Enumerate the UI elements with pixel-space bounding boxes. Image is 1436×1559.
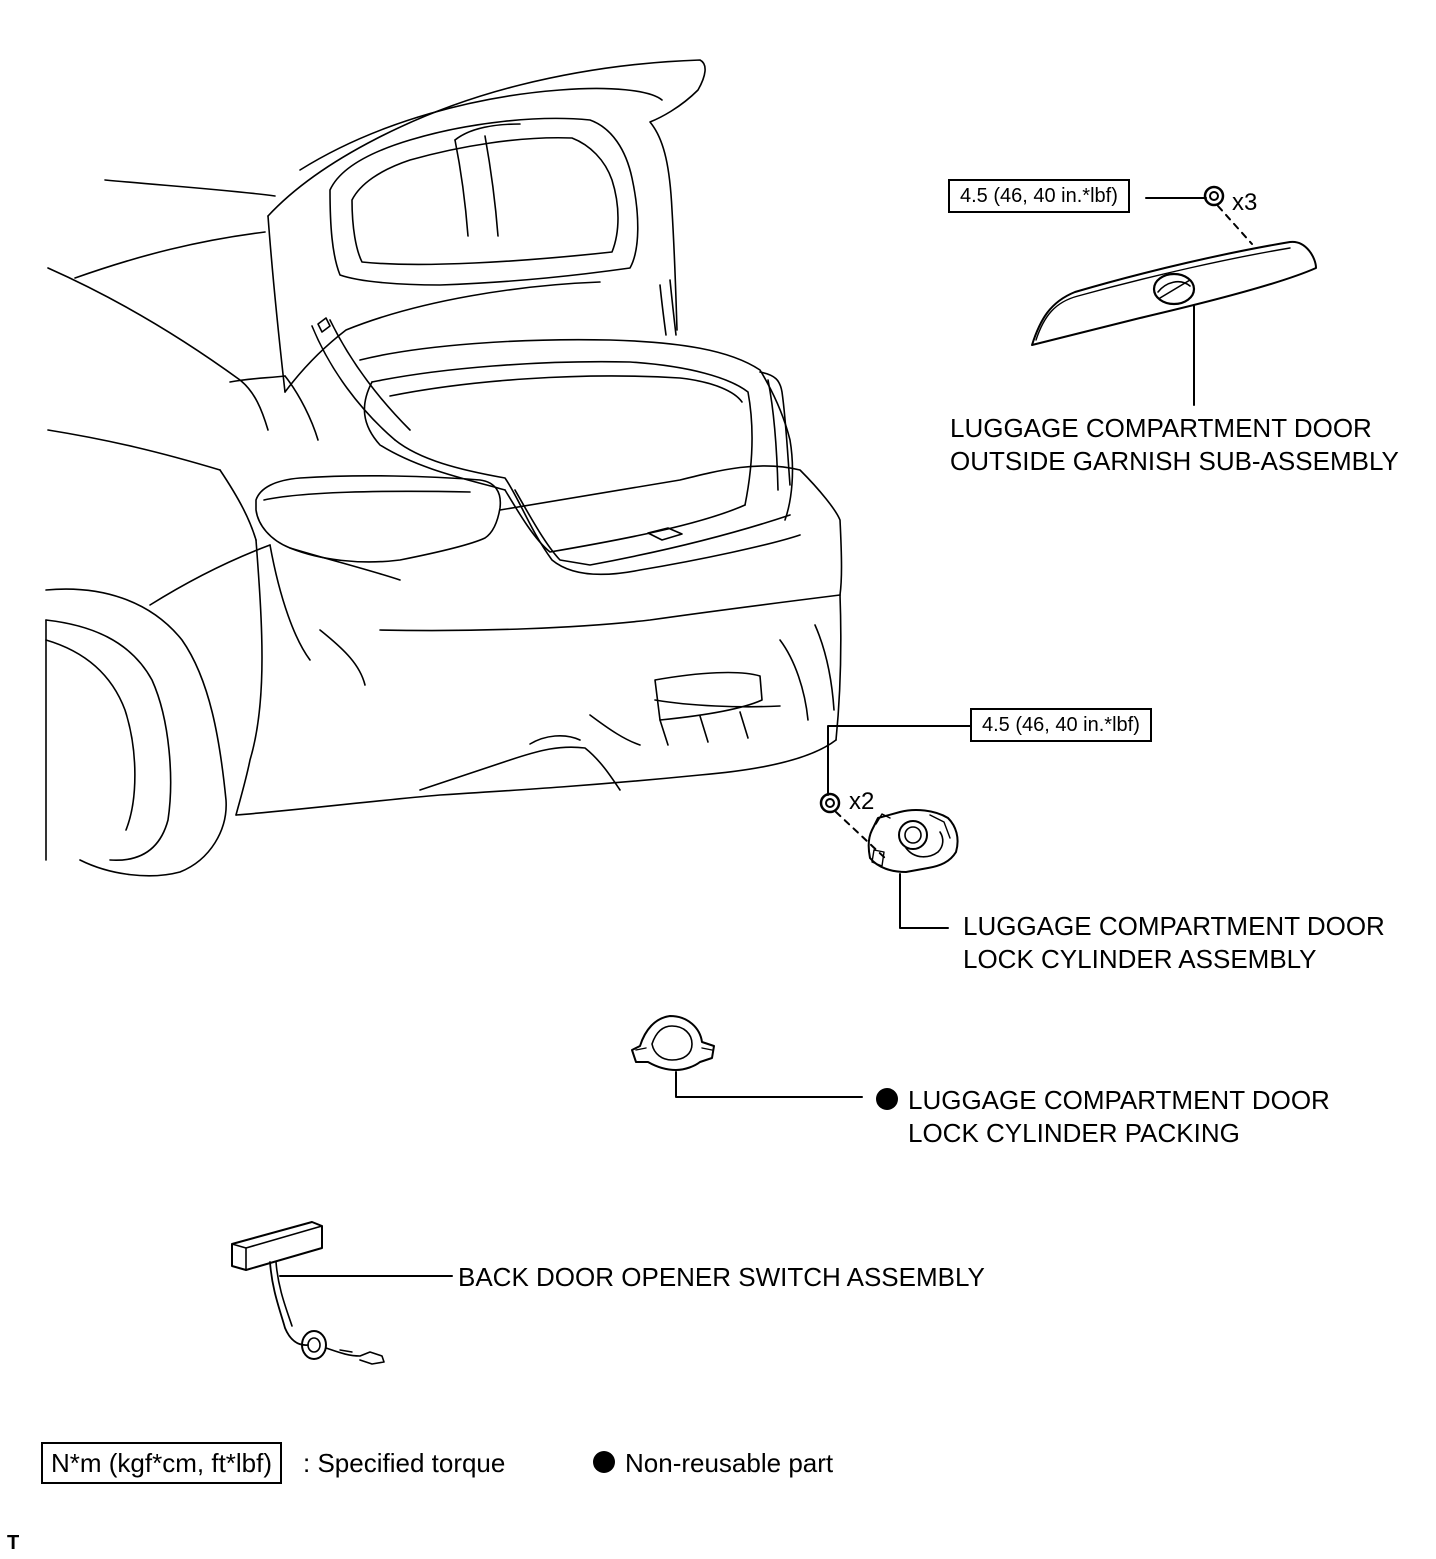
- switch-drawing: [231, 1221, 453, 1365]
- lock-cylinder-label-line1: LUGGAGE COMPARTMENT DOOR: [963, 911, 1385, 941]
- packing-label-line1-text: LUGGAGE COMPARTMENT DOOR: [908, 1085, 1330, 1115]
- non-reusable-dot-icon: [876, 1088, 898, 1110]
- legend-torque-description: : Specified torque: [303, 1448, 506, 1478]
- lock-cylinder-label-line2: LOCK CYLINDER ASSEMBLY: [963, 944, 1317, 974]
- legend-non-reusable: Non-reusable part: [593, 1444, 833, 1482]
- packing-label-line1: LUGGAGE COMPARTMENT DOOR: [876, 1084, 1330, 1117]
- lock-cylinder-label: LUGGAGE COMPARTMENT DOOR LOCK CYLINDER A…: [963, 910, 1385, 976]
- packing-label: LUGGAGE COMPARTMENT DOOR LOCK CYLINDER P…: [876, 1084, 1330, 1150]
- legend-torque-unit: N*m (kgf*cm, ft*lbf): [41, 1442, 283, 1484]
- legend-non-reusable-dot-icon: [593, 1451, 615, 1473]
- lock-cylinder-drawing: [819, 725, 971, 929]
- garnish-label-line2: OUTSIDE GARNISH SUB-ASSEMBLY: [950, 446, 1399, 476]
- switch-label: BACK DOOR OPENER SWITCH ASSEMBLY: [458, 1262, 985, 1292]
- garnish-label-line1: LUGGAGE COMPARTMENT DOOR: [950, 413, 1372, 443]
- legend-non-reusable-text: Non-reusable part: [625, 1448, 834, 1478]
- corner-mark: T: [7, 1532, 20, 1554]
- vehicle-illustration: [45, 59, 843, 877]
- lock-cylinder-torque-spec: 4.5 (46, 40 in.*lbf): [970, 708, 1152, 742]
- packing-drawing: [631, 1015, 863, 1098]
- packing-label-line2: LOCK CYLINDER PACKING: [908, 1118, 1240, 1148]
- garnish-label: LUGGAGE COMPARTMENT DOOR OUTSIDE GARNISH…: [950, 412, 1399, 478]
- garnish-torque-spec: 4.5 (46, 40 in.*lbf): [948, 179, 1130, 213]
- garnish-bolt-quantity: x3: [1232, 189, 1258, 216]
- lock-cylinder-bolt-quantity: x2: [849, 788, 875, 815]
- garnish-drawing: [1031, 185, 1317, 406]
